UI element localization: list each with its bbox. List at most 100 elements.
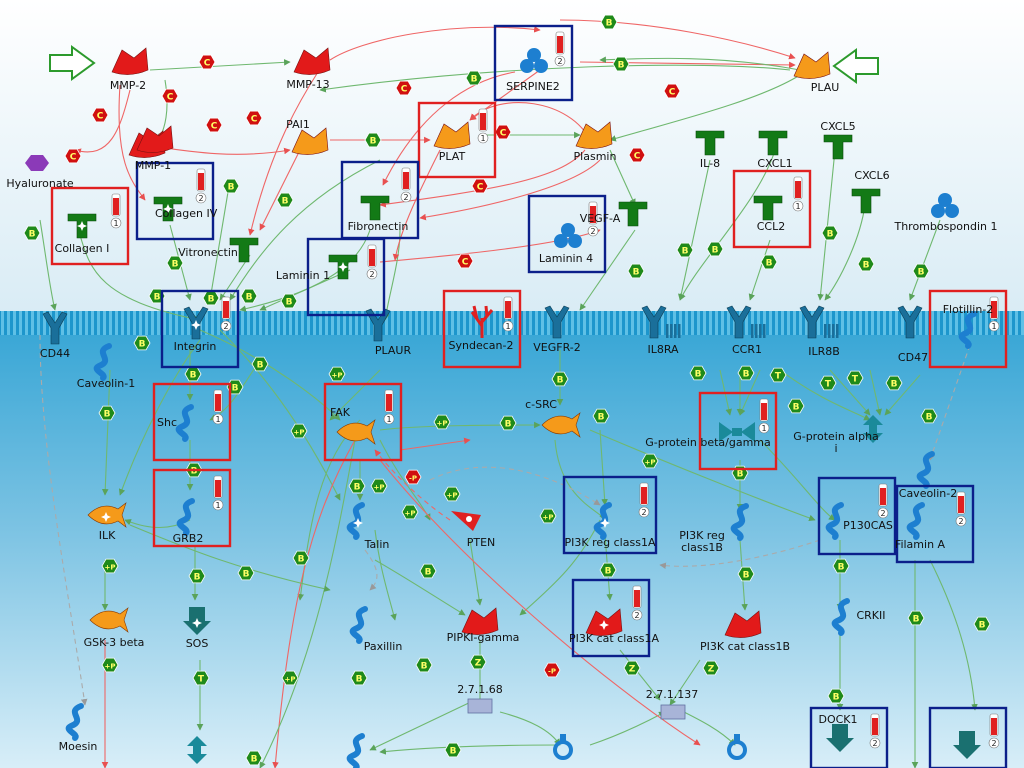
interaction-badge-b: B bbox=[627, 263, 645, 279]
vitronectin-glyph[interactable] bbox=[229, 237, 259, 263]
interaction-badge-b: B bbox=[551, 371, 569, 387]
upregulated-highlight bbox=[50, 186, 130, 266]
edge-13 bbox=[609, 74, 801, 142]
talin-glyph[interactable] bbox=[346, 502, 365, 540]
caveolin1-glyph[interactable] bbox=[93, 343, 112, 381]
svg-text:+P: +P bbox=[645, 459, 656, 467]
pi3kreg1a-glyph[interactable] bbox=[593, 502, 612, 540]
gbg-glyph[interactable] bbox=[719, 422, 755, 442]
ec271137-glyph[interactable] bbox=[660, 704, 686, 720]
svg-text:T: T bbox=[825, 380, 832, 390]
cd47-glyph[interactable] bbox=[897, 305, 923, 339]
pi3kcat1b-glyph[interactable] bbox=[724, 610, 762, 638]
collagen1-glyph[interactable] bbox=[67, 213, 97, 239]
mmp2-glyph[interactable] bbox=[111, 47, 149, 75]
expression-series-index: 1 bbox=[215, 501, 220, 510]
svg-text:B: B bbox=[793, 403, 800, 413]
crkii-glyph[interactable] bbox=[831, 598, 850, 636]
flotillin2-glyph[interactable] bbox=[958, 311, 977, 349]
pten-glyph[interactable] bbox=[451, 511, 481, 531]
expression-thermometer bbox=[502, 296, 514, 332]
edge-77 bbox=[619, 649, 661, 701]
pi3kreg1b-glyph[interactable] bbox=[730, 503, 749, 541]
mmp2-label: MMP-2 bbox=[109, 79, 147, 92]
edge-50 bbox=[599, 429, 608, 506]
integrin-glyph[interactable] bbox=[183, 306, 209, 340]
svg-text:B: B bbox=[232, 384, 239, 394]
svg-text:B: B bbox=[139, 340, 146, 350]
collagen4-glyph[interactable] bbox=[153, 196, 183, 222]
fak-glyph[interactable] bbox=[336, 419, 376, 445]
svg-text:Z: Z bbox=[629, 665, 636, 675]
expression-thermometer bbox=[212, 475, 224, 511]
svg-text:+P: +P bbox=[332, 372, 343, 380]
edge-31 bbox=[678, 159, 711, 301]
svg-text:Z: Z bbox=[475, 659, 482, 669]
fibronectin-glyph[interactable] bbox=[360, 195, 390, 221]
ilk-glyph[interactable] bbox=[87, 502, 127, 528]
cxcl5-glyph[interactable] bbox=[823, 134, 853, 160]
cxcl6-glyph[interactable] bbox=[851, 188, 881, 214]
ccl2-glyph[interactable] bbox=[753, 195, 783, 221]
plat-glyph[interactable] bbox=[433, 121, 471, 149]
serpine2-glyph[interactable] bbox=[520, 48, 548, 73]
interaction-badge-c: C bbox=[471, 178, 489, 194]
filamina-glyph[interactable] bbox=[906, 502, 925, 540]
plau-glyph[interactable] bbox=[793, 51, 831, 79]
upregulated-highlight bbox=[928, 289, 1008, 369]
expression-thermometer bbox=[869, 713, 881, 749]
syndecan2-glyph[interactable] bbox=[470, 305, 494, 338]
dock1-glyph[interactable] bbox=[826, 724, 854, 752]
pipkig-glyph[interactable] bbox=[461, 607, 499, 635]
interaction-badge-b: B bbox=[885, 375, 903, 391]
expression-thermometer bbox=[631, 585, 643, 621]
sos-glyph[interactable] bbox=[183, 607, 211, 635]
mmp1-glyph[interactable] bbox=[136, 125, 174, 153]
edge-20 bbox=[419, 159, 601, 221]
pi3kcat1a-glyph[interactable] bbox=[585, 608, 623, 636]
caveolin2-glyph[interactable] bbox=[916, 451, 935, 489]
ec27168-glyph[interactable] bbox=[467, 698, 493, 714]
pathway-input-arrow[interactable] bbox=[49, 45, 96, 81]
paxillin-glyph[interactable] bbox=[349, 606, 368, 644]
edge-61 bbox=[589, 429, 816, 522]
interaction-badge-c: C bbox=[494, 124, 512, 140]
il8ra-glyph[interactable] bbox=[641, 305, 681, 339]
cd44-glyph[interactable] bbox=[42, 311, 68, 345]
thrombospondin1-glyph[interactable] bbox=[931, 193, 959, 218]
pai1-glyph[interactable] bbox=[291, 127, 329, 155]
vegfr2-glyph[interactable] bbox=[544, 305, 570, 339]
edge-85 bbox=[929, 559, 978, 711]
vegfa-glyph[interactable] bbox=[618, 201, 648, 227]
interaction-badge-p: +P bbox=[443, 486, 461, 502]
svg-text:B: B bbox=[926, 413, 933, 423]
interaction-badge-t: T bbox=[846, 370, 864, 386]
interaction-badge-b: B bbox=[592, 408, 610, 424]
mmp13-glyph[interactable] bbox=[293, 47, 331, 75]
plasmin-glyph[interactable] bbox=[575, 121, 613, 149]
expression-thermometer bbox=[792, 176, 804, 212]
moesin-glyph[interactable] bbox=[65, 703, 84, 741]
expression-series-index: 2 bbox=[880, 509, 885, 518]
ilr8b-glyph[interactable] bbox=[799, 305, 839, 339]
interaction-badge-b: B bbox=[499, 415, 517, 431]
gai-glyph[interactable] bbox=[863, 415, 883, 443]
ccr1-glyph[interactable] bbox=[726, 305, 766, 339]
grb2-glyph[interactable] bbox=[176, 498, 195, 536]
gsk3b-glyph[interactable] bbox=[89, 607, 129, 633]
downregulated-highlight bbox=[306, 237, 386, 317]
il8-glyph[interactable] bbox=[695, 130, 725, 156]
svg-text:B: B bbox=[618, 61, 625, 71]
laminin1-glyph[interactable] bbox=[328, 254, 358, 280]
cxcl1-glyph[interactable] bbox=[758, 130, 788, 156]
hyaluronate-glyph[interactable] bbox=[25, 155, 49, 171]
p130cas-glyph[interactable] bbox=[825, 502, 844, 540]
csrc-glyph[interactable] bbox=[541, 412, 581, 438]
interaction-badge-b: B bbox=[133, 335, 151, 351]
pathway-input-arrow[interactable] bbox=[832, 48, 879, 84]
interaction-badge-b: B bbox=[292, 550, 310, 566]
laminin4-glyph[interactable] bbox=[554, 223, 582, 248]
svg-text:B: B bbox=[190, 371, 197, 381]
ilk-label: ILK bbox=[98, 529, 116, 542]
shc-glyph[interactable] bbox=[175, 404, 194, 442]
